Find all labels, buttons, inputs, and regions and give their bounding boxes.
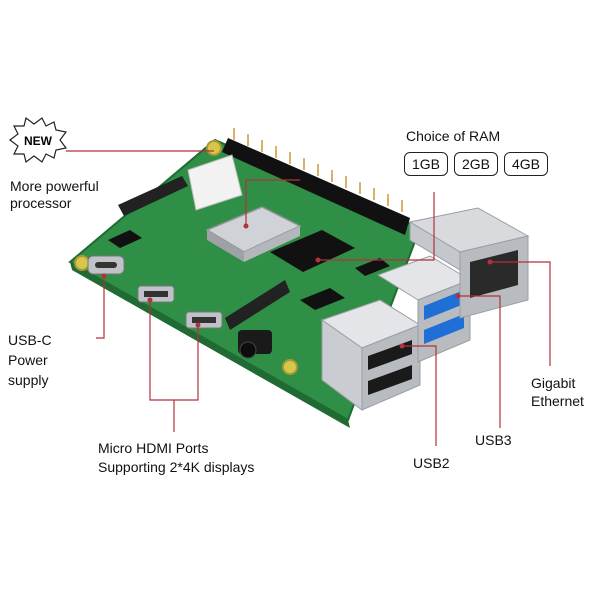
hdmi-subtitle: Supporting 2*4K displays <box>98 459 255 475</box>
leader-dots <box>101 223 493 349</box>
usbc-label-line3: supply <box>8 372 49 388</box>
ram-option-4gb: 4GB <box>504 152 548 176</box>
processor-label: More powerful processor <box>10 178 99 212</box>
leader-ram <box>318 192 435 261</box>
raspberry-pi-board <box>68 128 530 428</box>
leader-ethernet <box>490 261 551 366</box>
processor-label-line2: processor <box>10 195 72 211</box>
leader-usb3 <box>458 295 501 428</box>
leader-lines <box>66 150 551 446</box>
leader-usb2 <box>402 345 437 446</box>
usbc-label-line2: Power <box>8 352 48 368</box>
ethernet-label-line1: Gigabit <box>531 375 576 391</box>
new-badge-text: NEW <box>24 134 53 148</box>
hdmi-title: Micro HDMI Ports <box>98 440 209 456</box>
usb2-label: USB2 <box>413 455 450 471</box>
ethernet-label-line2: Ethernet <box>531 393 584 409</box>
ram-title: Choice of RAM <box>406 128 501 144</box>
processor-label-line1: More powerful <box>10 178 99 194</box>
leader-usbc <box>96 276 105 339</box>
leader-processor <box>245 179 300 226</box>
ethernet-label: Gigabit Ethernet <box>531 374 584 410</box>
usbc-label: USB-C Power supply <box>8 330 52 390</box>
new-badge: NEW <box>9 116 68 164</box>
ram-option-2gb: 2GB <box>454 152 498 176</box>
usb3-label: USB3 <box>475 432 512 448</box>
ram-option-1gb: 1GB <box>404 152 448 176</box>
usbc-label-line1: USB-C <box>8 332 52 348</box>
